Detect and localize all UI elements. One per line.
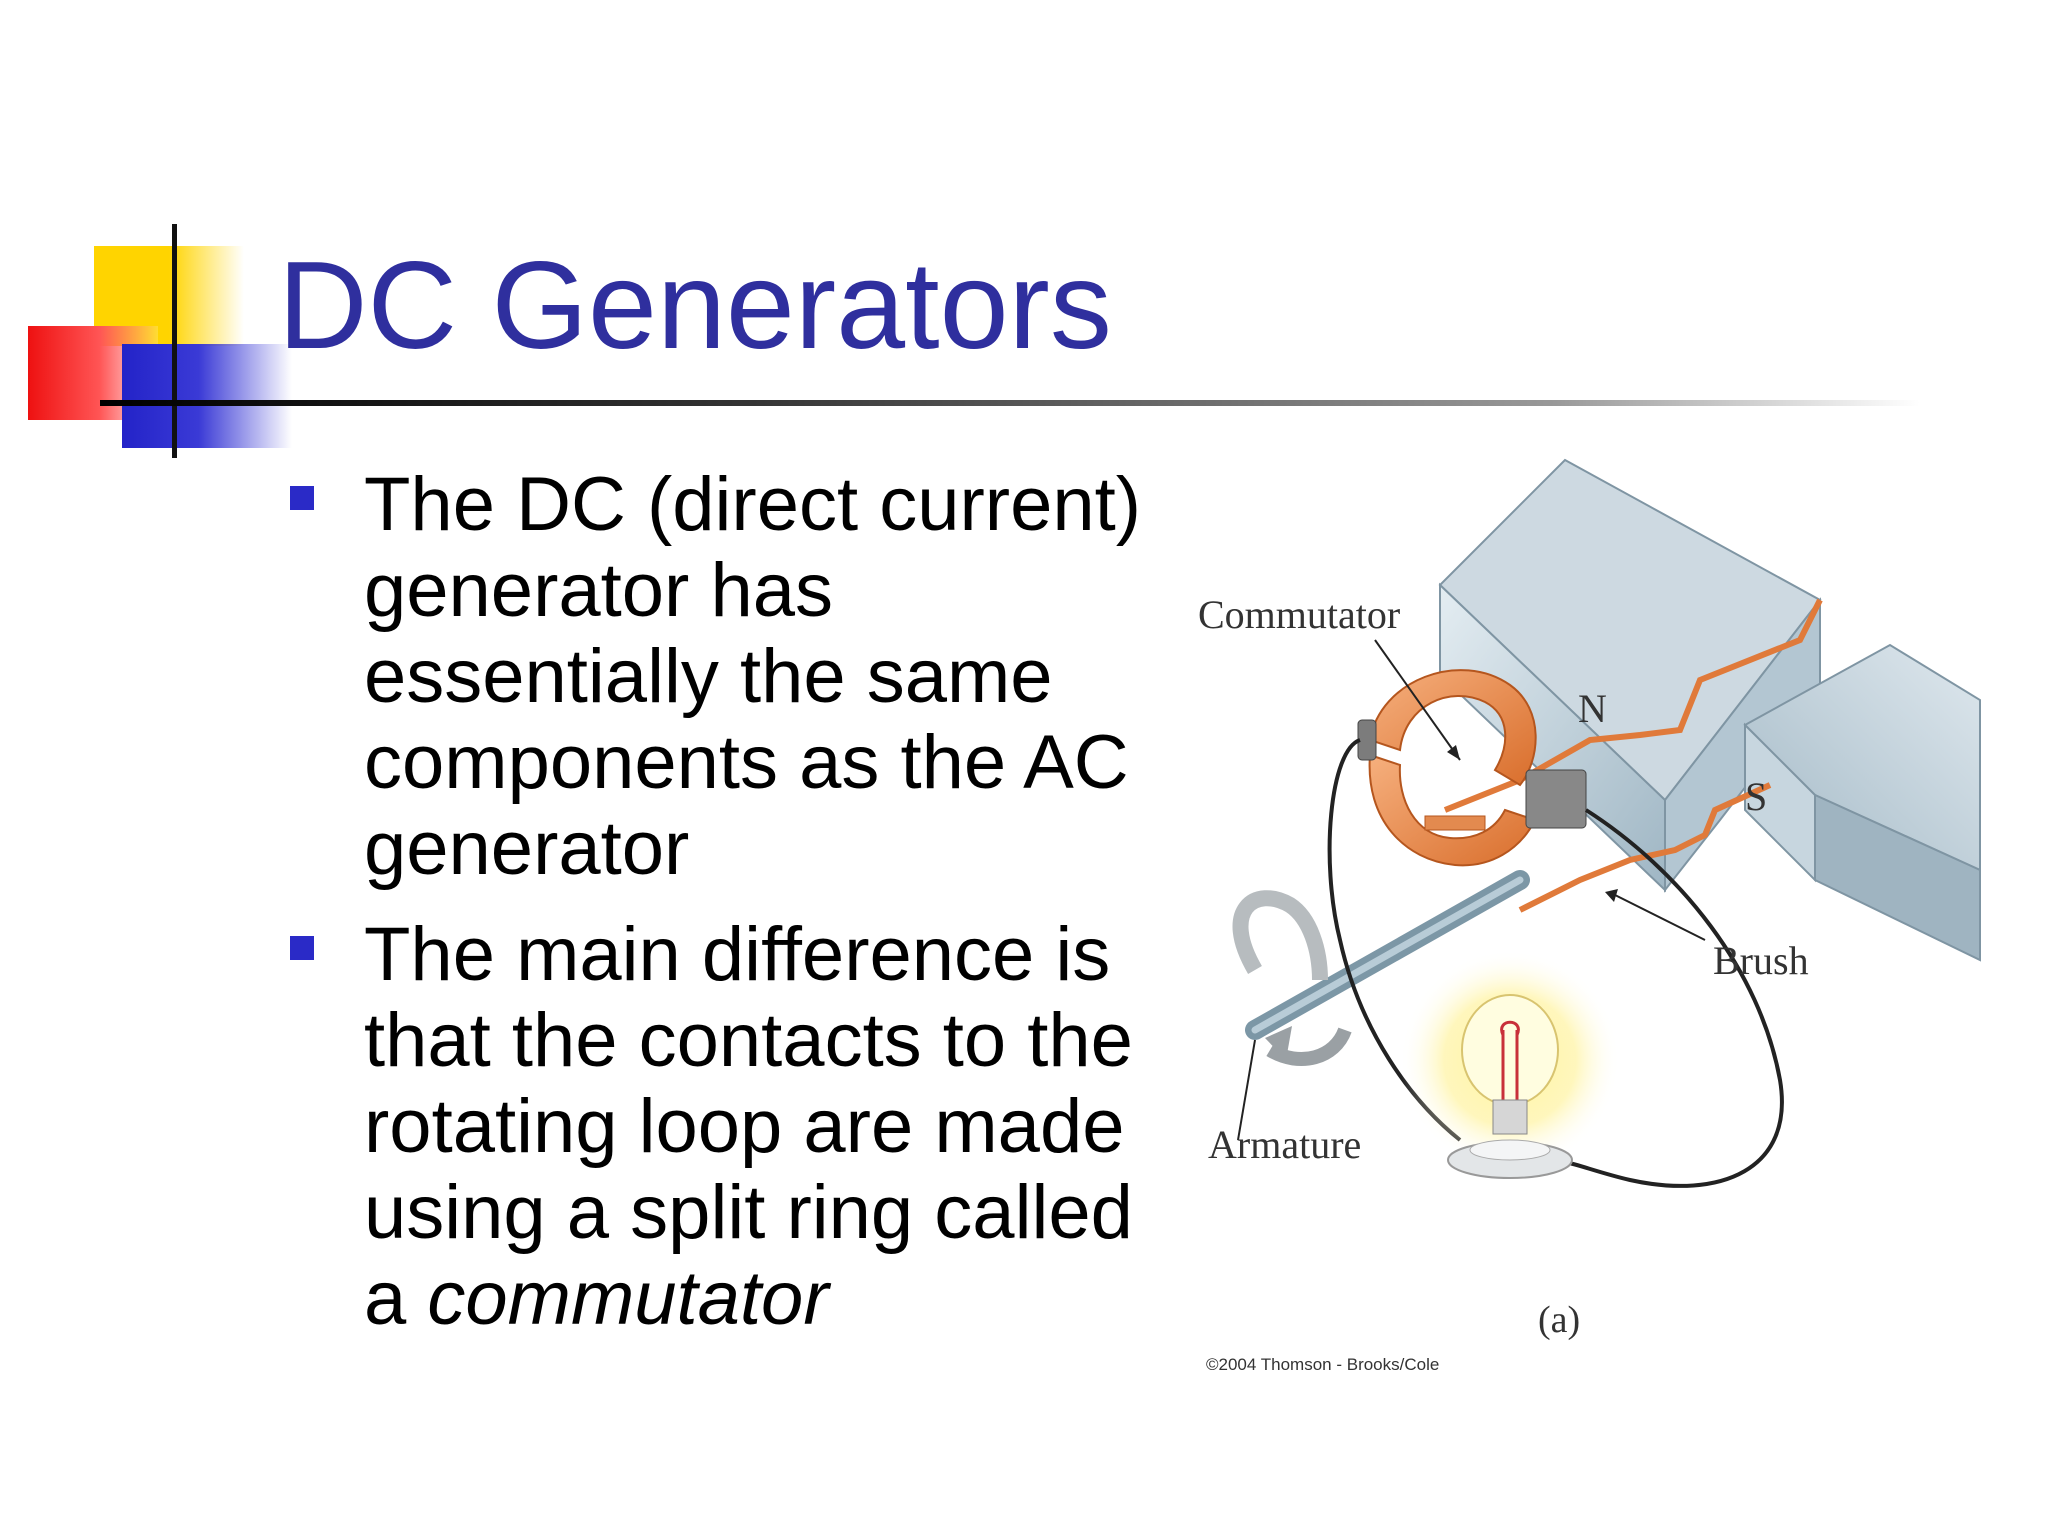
label-armature: Armature <box>1208 1122 1361 1167</box>
label-south: S <box>1745 774 1767 819</box>
slide-title: DC Generators <box>278 237 1112 375</box>
rotation-arrow-icon <box>1232 890 1352 1067</box>
armature-loop-wire-return <box>1518 782 1772 913</box>
title-underline <box>100 400 1920 406</box>
armature-shaft-highlight <box>1251 876 1524 1034</box>
bullet-text: The main difference is that the contacts… <box>364 912 1144 1342</box>
copyright-text: ©2004 Thomson - Brooks/Cole <box>1206 1355 1439 1374</box>
lightbulb-icon <box>1400 950 1620 1179</box>
panel-label: (a) <box>1538 1299 1580 1341</box>
decorative-vertical-line <box>172 224 177 458</box>
south-magnet <box>1743 643 1981 962</box>
bullet-emphasis: commutator <box>427 1256 829 1341</box>
brush-pointer <box>1614 894 1706 941</box>
brush-right <box>1525 769 1587 829</box>
bullet-marker <box>290 936 314 960</box>
dc-generator-diagram: Commutator N S Brush Armature (a) ©2004 … <box>1198 458 1981 1374</box>
bullet-text: The DC (direct current) generator has es… <box>364 462 1144 892</box>
decorative-blue-square <box>122 344 292 448</box>
bullet-marker <box>290 486 314 510</box>
label-commutator: Commutator <box>1198 592 1400 637</box>
label-north: N <box>1578 686 1607 731</box>
external-wire-right <box>1564 808 1784 1188</box>
armature-pointer <box>1237 1039 1256 1141</box>
commutator-ring <box>1368 669 1537 867</box>
commutator-pointer <box>1374 639 1461 761</box>
brush-left <box>1357 719 1377 761</box>
north-magnet <box>1438 458 1822 893</box>
label-brush: Brush <box>1713 938 1809 983</box>
bullet-text-1: The DC (direct current) generator has es… <box>364 462 1142 891</box>
bullet-text-2: The main difference is that the contacts… <box>364 912 1133 1341</box>
